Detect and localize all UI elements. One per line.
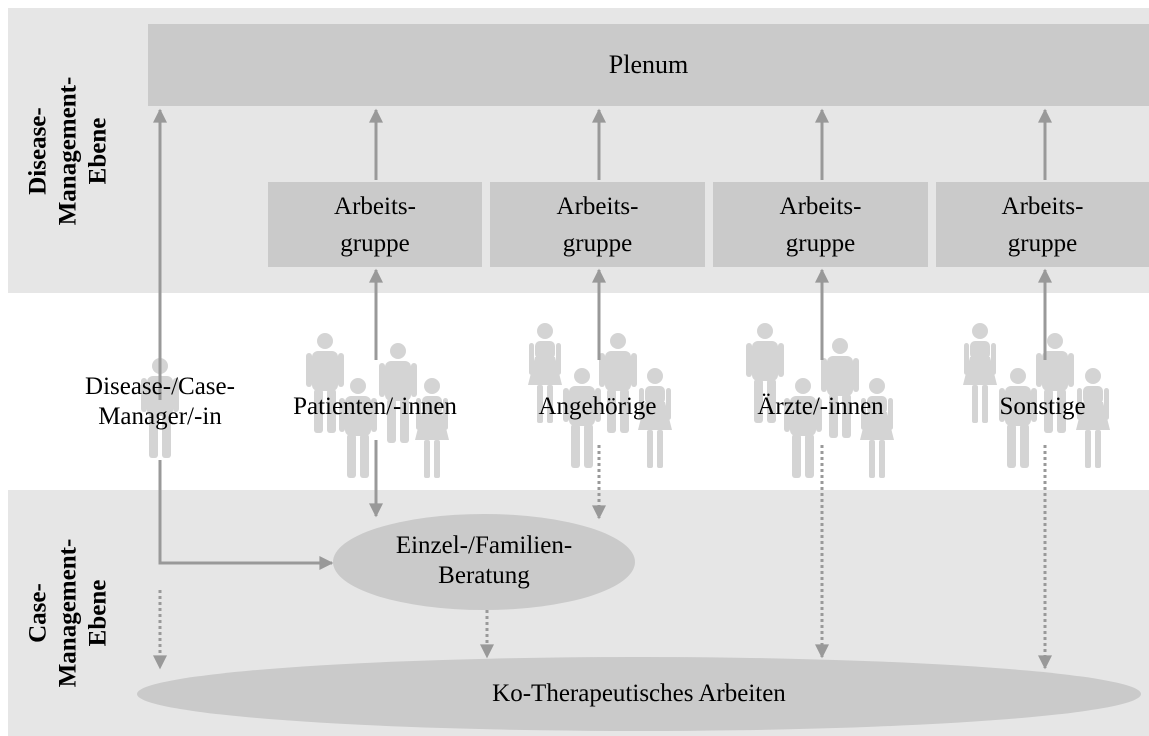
arbeitsgruppe-box: Arbeits- gruppe	[490, 182, 705, 267]
einzel-familien-beratung-label: Einzel-/Familien- Beratung	[395, 532, 573, 589]
sonstige-label: Sonstige	[999, 393, 1086, 420]
angehoerige-label: Angehörige	[538, 393, 657, 420]
ko-therapeutisches-arbeiten-ellipse	[137, 657, 1141, 731]
arbeitsgruppe-box: Arbeits- gruppe	[713, 182, 928, 267]
einzel-familien-beratung-ellipse	[333, 514, 635, 610]
arbeitsgruppe-box: Arbeits- gruppe	[936, 182, 1149, 267]
arbeitsgruppe-box: Arbeits- gruppe	[268, 182, 482, 267]
arrow-manager-to-beratung	[158, 460, 334, 570]
patienten-label: Patienten/-innen	[293, 393, 457, 420]
ko-therapeutisches-arbeiten-label: Ko-Therapeutisches Arbeiten	[492, 680, 786, 707]
aerzte-label: Ärzte/-innen	[757, 393, 884, 420]
manager-label: Disease-/Case- Manager/-in	[85, 373, 235, 430]
plenum-box: Plenum	[148, 24, 1149, 106]
